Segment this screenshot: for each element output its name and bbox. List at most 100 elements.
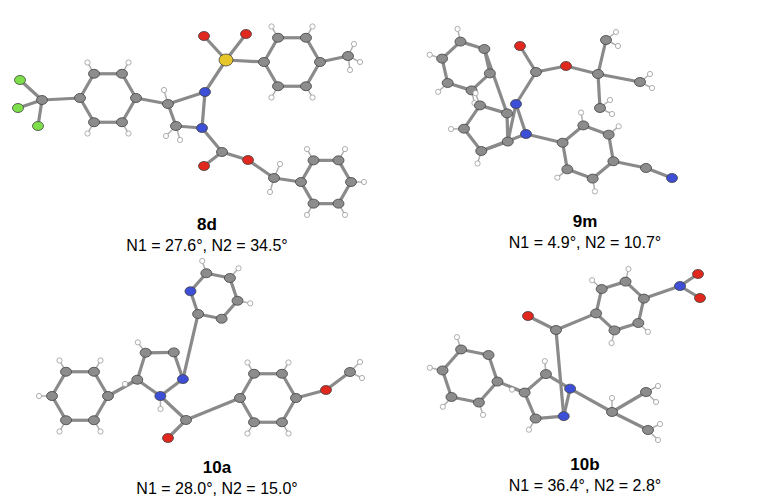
atom-ellipsoid xyxy=(519,388,530,397)
atom-ellipsoid xyxy=(135,340,140,345)
atom-ellipsoid xyxy=(515,42,526,51)
atom-ellipsoid xyxy=(473,398,484,407)
atom-ellipsoid xyxy=(557,138,568,147)
atom-ellipsoid xyxy=(200,88,211,97)
atom-ellipsoid xyxy=(310,24,315,29)
atom-ellipsoid xyxy=(273,82,284,91)
atom-ellipsoid xyxy=(89,118,100,127)
compound-label: 8d xyxy=(197,216,217,235)
atom-ellipsoid xyxy=(301,33,312,42)
atom-ellipsoid xyxy=(267,189,272,194)
atom-ellipsoid xyxy=(197,124,208,133)
compound-label: 9m xyxy=(573,213,598,232)
atom-ellipsoid xyxy=(609,395,614,400)
bond xyxy=(481,134,526,151)
atom-ellipsoid xyxy=(245,360,250,365)
atom-ellipsoid xyxy=(561,62,572,71)
atom-ellipsoid xyxy=(454,335,459,340)
atom-ellipsoid xyxy=(132,375,143,384)
atom-ellipsoid xyxy=(117,118,128,127)
compound-label: 10a xyxy=(203,459,231,478)
atom-ellipsoid xyxy=(645,329,650,334)
atom-ellipsoid xyxy=(98,358,103,363)
bond xyxy=(598,40,606,74)
atom-ellipsoid xyxy=(85,60,90,65)
atom-ellipsoid xyxy=(163,434,174,443)
atom-ellipsoid xyxy=(248,301,253,306)
atom-ellipsoid xyxy=(171,122,182,131)
atom-ellipsoid xyxy=(277,369,288,378)
atom-ellipsoid xyxy=(243,156,254,165)
atom-ellipsoid xyxy=(620,277,631,286)
atom-ellipsoid xyxy=(593,70,604,79)
atom-ellipsoid xyxy=(168,348,179,357)
atom-ellipsoid xyxy=(456,345,467,354)
bond xyxy=(556,313,596,330)
atom-ellipsoid xyxy=(47,392,58,401)
atom-ellipsoid xyxy=(343,52,354,61)
atom-ellipsoid xyxy=(502,109,513,118)
atom-ellipsoid xyxy=(85,131,90,136)
atom-ellipsoid xyxy=(117,69,128,78)
atom-ellipsoid xyxy=(359,375,364,380)
atom-ellipsoid xyxy=(199,162,210,171)
atom-ellipsoid xyxy=(693,270,704,279)
atom-ellipsoid xyxy=(667,174,678,183)
bond xyxy=(598,74,640,82)
atom-ellipsoid xyxy=(181,416,192,425)
atom-ellipsoid xyxy=(304,212,309,217)
atom-ellipsoid xyxy=(551,326,562,335)
bond xyxy=(168,92,205,104)
atom-ellipsoid xyxy=(158,406,163,411)
atom-ellipsoid xyxy=(436,89,441,94)
atom-ellipsoid xyxy=(558,412,569,421)
atom-ellipsoid xyxy=(480,412,485,417)
atom-ellipsoid xyxy=(609,340,614,345)
atom-ellipsoid xyxy=(57,358,62,363)
atom-ellipsoid xyxy=(163,100,174,109)
atom-ellipsoid xyxy=(455,37,466,46)
atom-ellipsoid xyxy=(304,146,309,151)
atom-ellipsoid xyxy=(607,408,618,417)
atom-ellipsoid xyxy=(526,427,531,432)
atom-ellipsoid xyxy=(235,394,246,403)
atom-ellipsoid xyxy=(277,418,288,427)
bond xyxy=(612,412,648,430)
atom-ellipsoid xyxy=(342,212,347,217)
atom-ellipsoid xyxy=(333,156,344,165)
atom-ellipsoid xyxy=(448,126,453,131)
bond xyxy=(186,398,240,420)
atom-ellipsoid xyxy=(200,258,205,263)
atom-ellipsoid xyxy=(476,147,487,156)
atom-ellipsoid xyxy=(530,414,541,423)
atom-ellipsoid xyxy=(655,383,660,388)
angle-caption: N1 = 27.6°, N2 = 34.5° xyxy=(126,237,287,255)
bond xyxy=(183,314,198,379)
angle-caption: N1 = 36.4°, N2 = 2.8° xyxy=(509,477,661,495)
atom-ellipsoid xyxy=(609,326,620,335)
atom-ellipsoid xyxy=(427,365,432,370)
atom-ellipsoid xyxy=(236,266,241,271)
atom-ellipsoid xyxy=(122,381,127,386)
atom-ellipsoid xyxy=(98,429,103,434)
atom-ellipsoid xyxy=(13,104,24,113)
atom-ellipsoid xyxy=(641,388,652,397)
atom-ellipsoid xyxy=(269,95,274,100)
atom-ellipsoid xyxy=(232,296,243,305)
atom-ellipsoid xyxy=(437,366,448,375)
atom-ellipsoid xyxy=(641,164,652,173)
atom-ellipsoid xyxy=(219,54,233,66)
atom-ellipsoid xyxy=(259,58,270,67)
atom-ellipsoid xyxy=(103,392,114,401)
atom-ellipsoid xyxy=(626,266,631,271)
atom-ellipsoid xyxy=(473,91,478,96)
atom-ellipsoid xyxy=(36,393,41,398)
atom-ellipsoid xyxy=(509,387,514,392)
atom-ellipsoid xyxy=(249,418,260,427)
atom-ellipsoid xyxy=(474,101,485,110)
atom-ellipsoid xyxy=(591,309,602,318)
atom-ellipsoid xyxy=(502,137,513,146)
bond xyxy=(570,389,612,412)
atom-ellipsoid xyxy=(217,148,228,157)
atom-ellipsoid xyxy=(653,399,658,404)
